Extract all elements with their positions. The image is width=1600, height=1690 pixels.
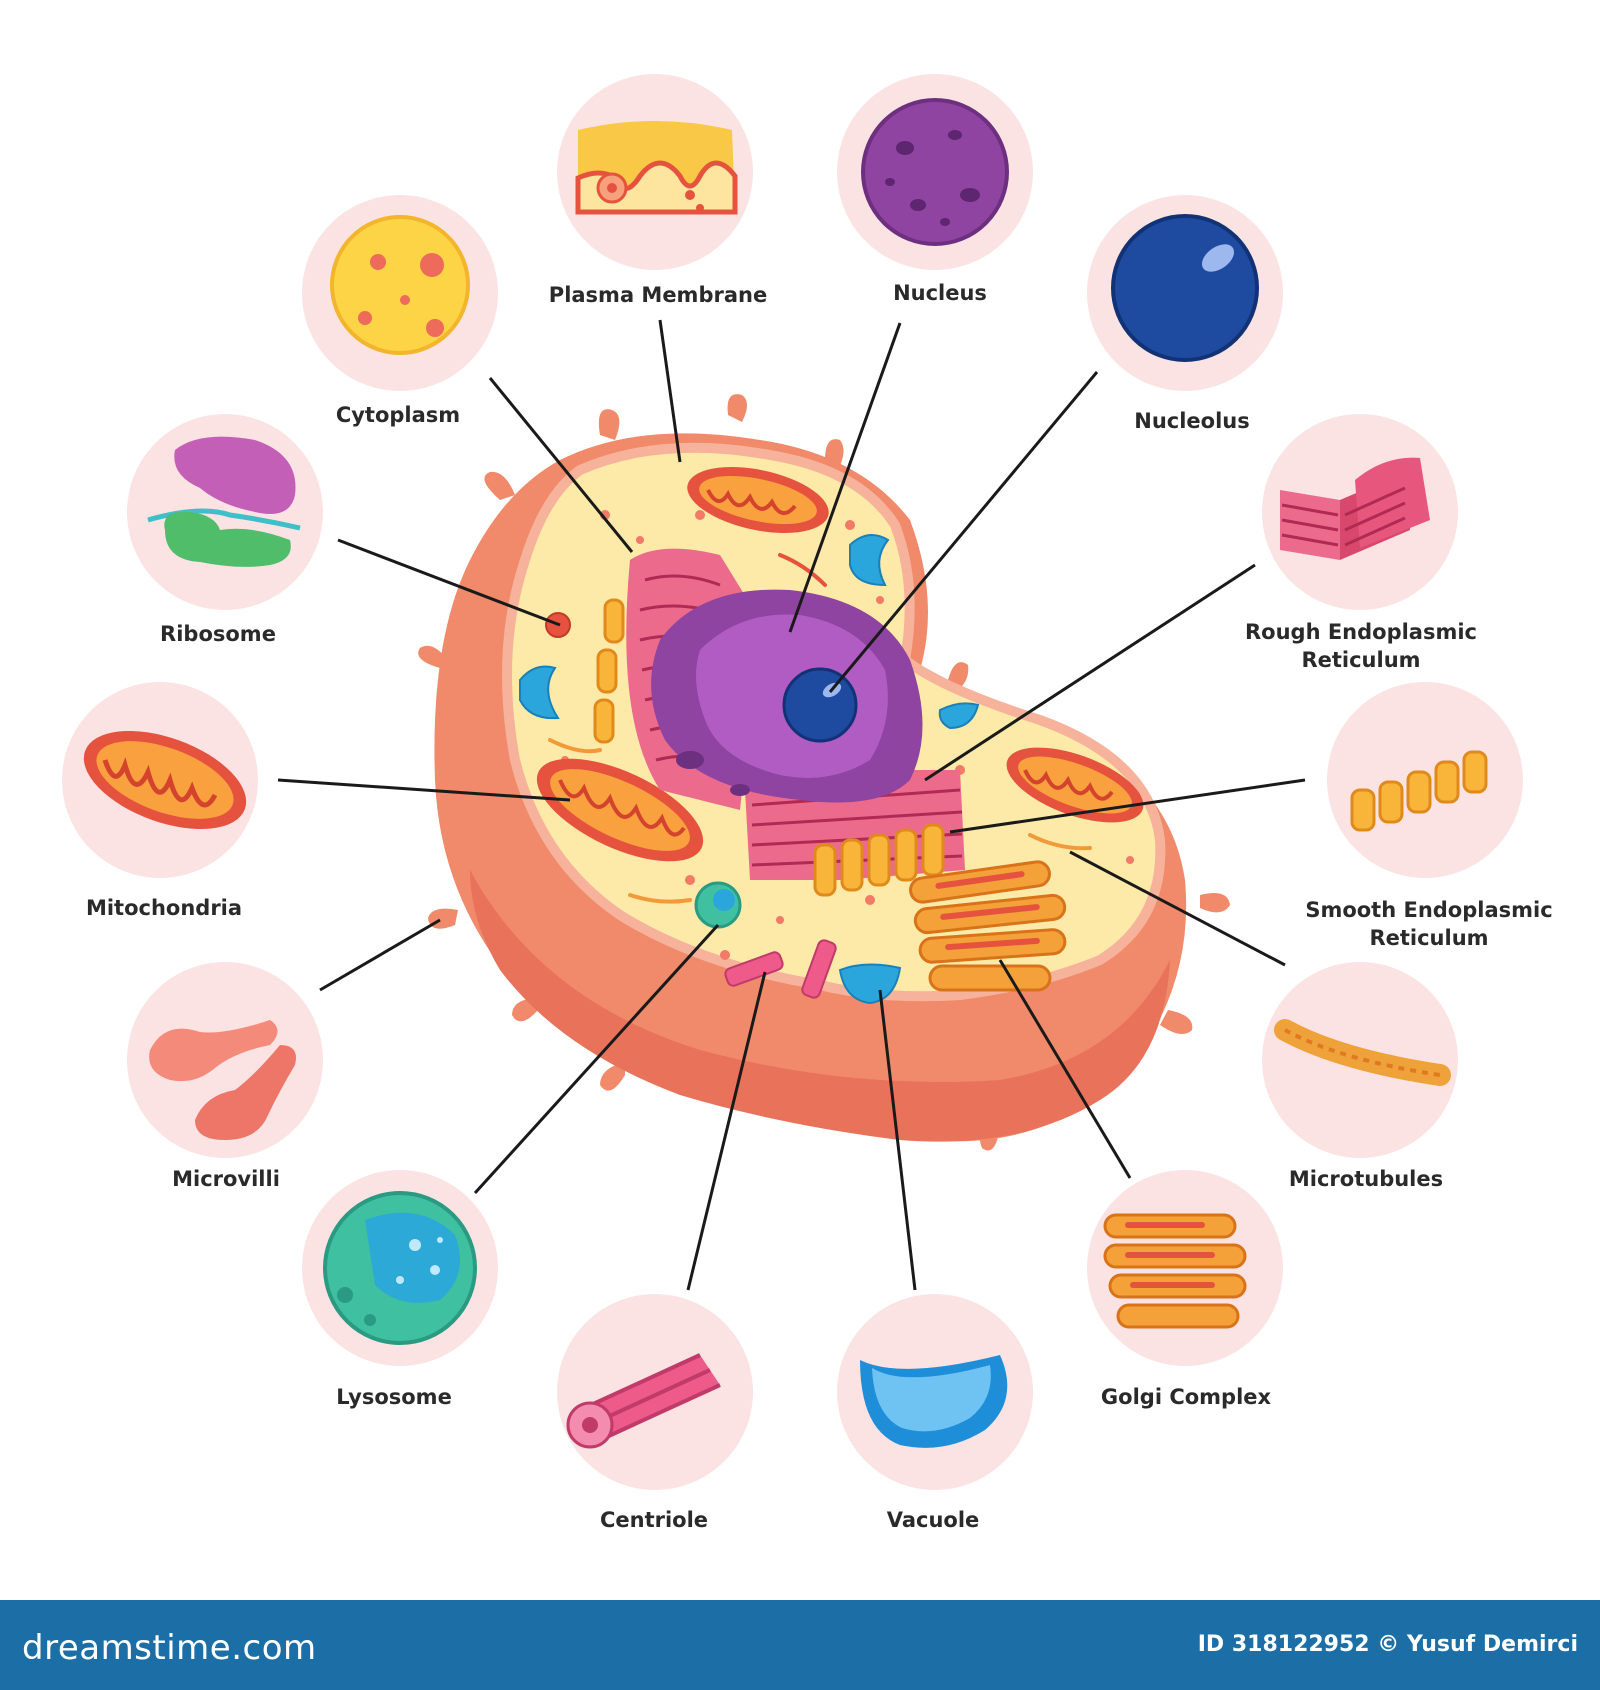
stock-id: ID 318122952 © Yusuf Demirci: [1197, 1632, 1578, 1657]
label-plasma-membrane: Plasma Membrane: [548, 283, 768, 307]
label-ribosome: Ribosome: [160, 622, 276, 646]
cell-nucleolus: [782, 667, 858, 743]
label-microtubules: Microtubules: [1288, 1167, 1444, 1191]
label-nucleolus: Nucleolus: [1134, 409, 1250, 433]
cell-golgi: [909, 860, 1067, 992]
ribosome-icon: [147, 436, 301, 567]
smooth-er-icon: [1350, 750, 1488, 832]
cell-smooth-er: [593, 598, 945, 897]
cell-nucleus: [651, 589, 923, 803]
centriole-icon: [566, 1353, 721, 1449]
vacuole-icon: [860, 1355, 1008, 1448]
label-lysosome: Lysosome: [336, 1385, 452, 1409]
label-golgi-complex: Golgi Complex: [1100, 1385, 1272, 1409]
leader-lines: [277, 319, 1306, 1291]
cytoplasm-icon: [330, 215, 470, 355]
label-vacuole: Vacuole: [886, 1508, 980, 1532]
nucleolus-icon: [1111, 214, 1259, 362]
label-microvilli: Microvilli: [172, 1167, 280, 1191]
brand-logo[interactable]: dreamstime.com: [22, 1628, 317, 1668]
watermark-footer: dreamstime.com ID 318122952 © Yusuf Demi…: [0, 1600, 1600, 1690]
nucleus-icon: [861, 98, 1009, 246]
cell-centriole: [724, 939, 837, 999]
plasma-membrane-icon: [575, 121, 738, 215]
label-cytoplasm: Cytoplasm: [335, 403, 461, 427]
rough-er-icon: [1280, 457, 1430, 560]
cell-lysosome: [694, 881, 742, 929]
cell-vacuole: [838, 963, 902, 1005]
golgi-icon: [1103, 1213, 1247, 1329]
cell-diagram: Plasma Membrane Nucleus Cytoplasm Nucleo…: [62, 74, 1553, 1532]
mitochondria-icon: [83, 730, 247, 830]
cell-diagram-graphic: [62, 74, 1523, 1490]
microvilli-icon: [149, 1020, 296, 1140]
label-centriole: Centriole: [599, 1508, 709, 1532]
cell-body: [418, 394, 1230, 1151]
microtubules-icon: [1274, 1019, 1451, 1086]
lysosome-icon: [323, 1191, 477, 1345]
cell-mitochondria: [536, 467, 1144, 862]
label-nucleus: Nucleus: [893, 281, 987, 305]
label-mitochondria: Mitochondria: [85, 896, 243, 920]
